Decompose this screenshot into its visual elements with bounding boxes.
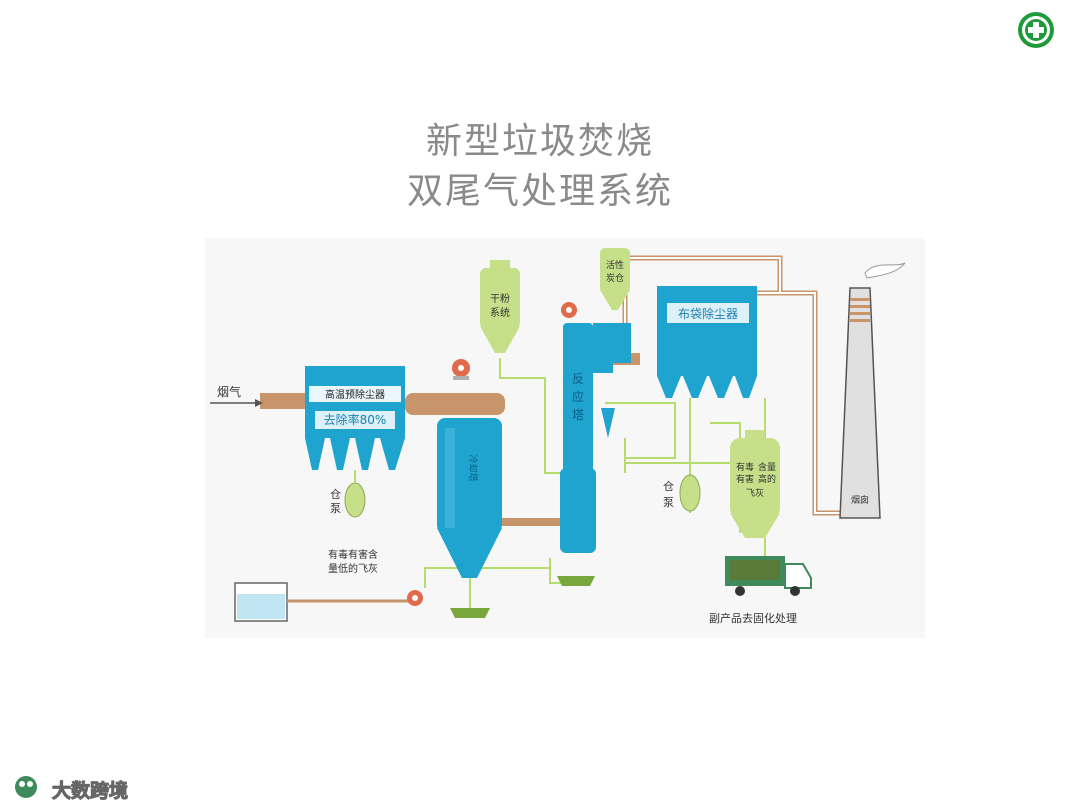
reaction-ash-cart — [557, 576, 595, 586]
reaction-tower — [560, 323, 631, 553]
left-pump-label-2: 泵 — [330, 502, 341, 515]
active-carbon-label-2: 炭仓 — [606, 272, 624, 284]
watermark-logo — [15, 776, 37, 798]
watermark-text: 大数跨境 — [51, 780, 129, 803]
right-pump-label-1: 仓 — [663, 479, 674, 493]
left-pump-label-1: 仓 — [330, 487, 341, 501]
high-temp-precollector — [305, 366, 405, 470]
water-tank — [234, 582, 410, 622]
cooling-fan — [452, 359, 470, 380]
active-carbon-silo — [600, 248, 630, 310]
reaction-tower-label-3: 塔 — [572, 408, 584, 422]
flue-gas-label: 烟气 — [217, 384, 241, 399]
bag-filter — [657, 286, 757, 398]
reaction-tower-label-1: 反 — [572, 372, 584, 386]
bag-filter-label: 布袋除尘器 — [678, 306, 738, 321]
connecting-duct — [500, 518, 560, 526]
dry-system-label-2: 系统 — [490, 306, 510, 319]
fly-ash-high-label-5: 飞灰 — [746, 487, 764, 499]
process-diagram: 烟气 高温预除尘器 去除率80% 仓 泵 有毒有害含 量低的飞灰 冷却塔 — [205, 238, 925, 638]
right-silo — [679, 474, 701, 512]
fly-ash-high-label-1: 有毒 — [736, 461, 754, 473]
dry-powder-silo — [480, 260, 520, 353]
fly-ash-low-label-2: 量低的飞灰 — [328, 562, 378, 575]
fly-ash-high-label-2: 有害 — [736, 473, 754, 485]
left-silo — [344, 482, 366, 518]
precollector-label: 高温预除尘器 — [325, 388, 385, 401]
cooling-tower — [437, 418, 502, 578]
removal-rate-label: 去除率80% — [324, 412, 387, 427]
reaction-tower-label-2: 应 — [572, 389, 584, 404]
fly-ash-low-label-1: 有毒有害含 — [328, 548, 378, 561]
chimney — [839, 262, 906, 519]
fly-ash-high-label-3: 含量 — [758, 461, 776, 473]
fly-ash-silo — [730, 430, 780, 538]
green-cross-emblem-icon — [1018, 12, 1054, 48]
page-title-line-1: 新型垃圾焚烧 — [425, 121, 654, 162]
byproduct-label: 副产品去固化处理 — [709, 611, 797, 625]
cooling-ash-cart — [450, 608, 490, 618]
reaction-fan — [561, 302, 577, 318]
cooling-tower-label: 冷却塔 — [467, 454, 479, 481]
dry-system-label-1: 干粉 — [490, 292, 510, 305]
right-pump-label-2: 泵 — [663, 496, 674, 509]
outlet-duct — [405, 393, 505, 415]
inlet-duct — [260, 393, 312, 409]
chimney-label: 烟囱 — [851, 494, 869, 506]
water-pump — [407, 590, 423, 606]
byproduct-truck — [725, 556, 812, 596]
page-title-line-2: 双尾气处理系统 — [406, 171, 673, 212]
fly-ash-high-label-4: 高的 — [758, 473, 776, 485]
active-carbon-label-1: 活性 — [606, 259, 624, 271]
